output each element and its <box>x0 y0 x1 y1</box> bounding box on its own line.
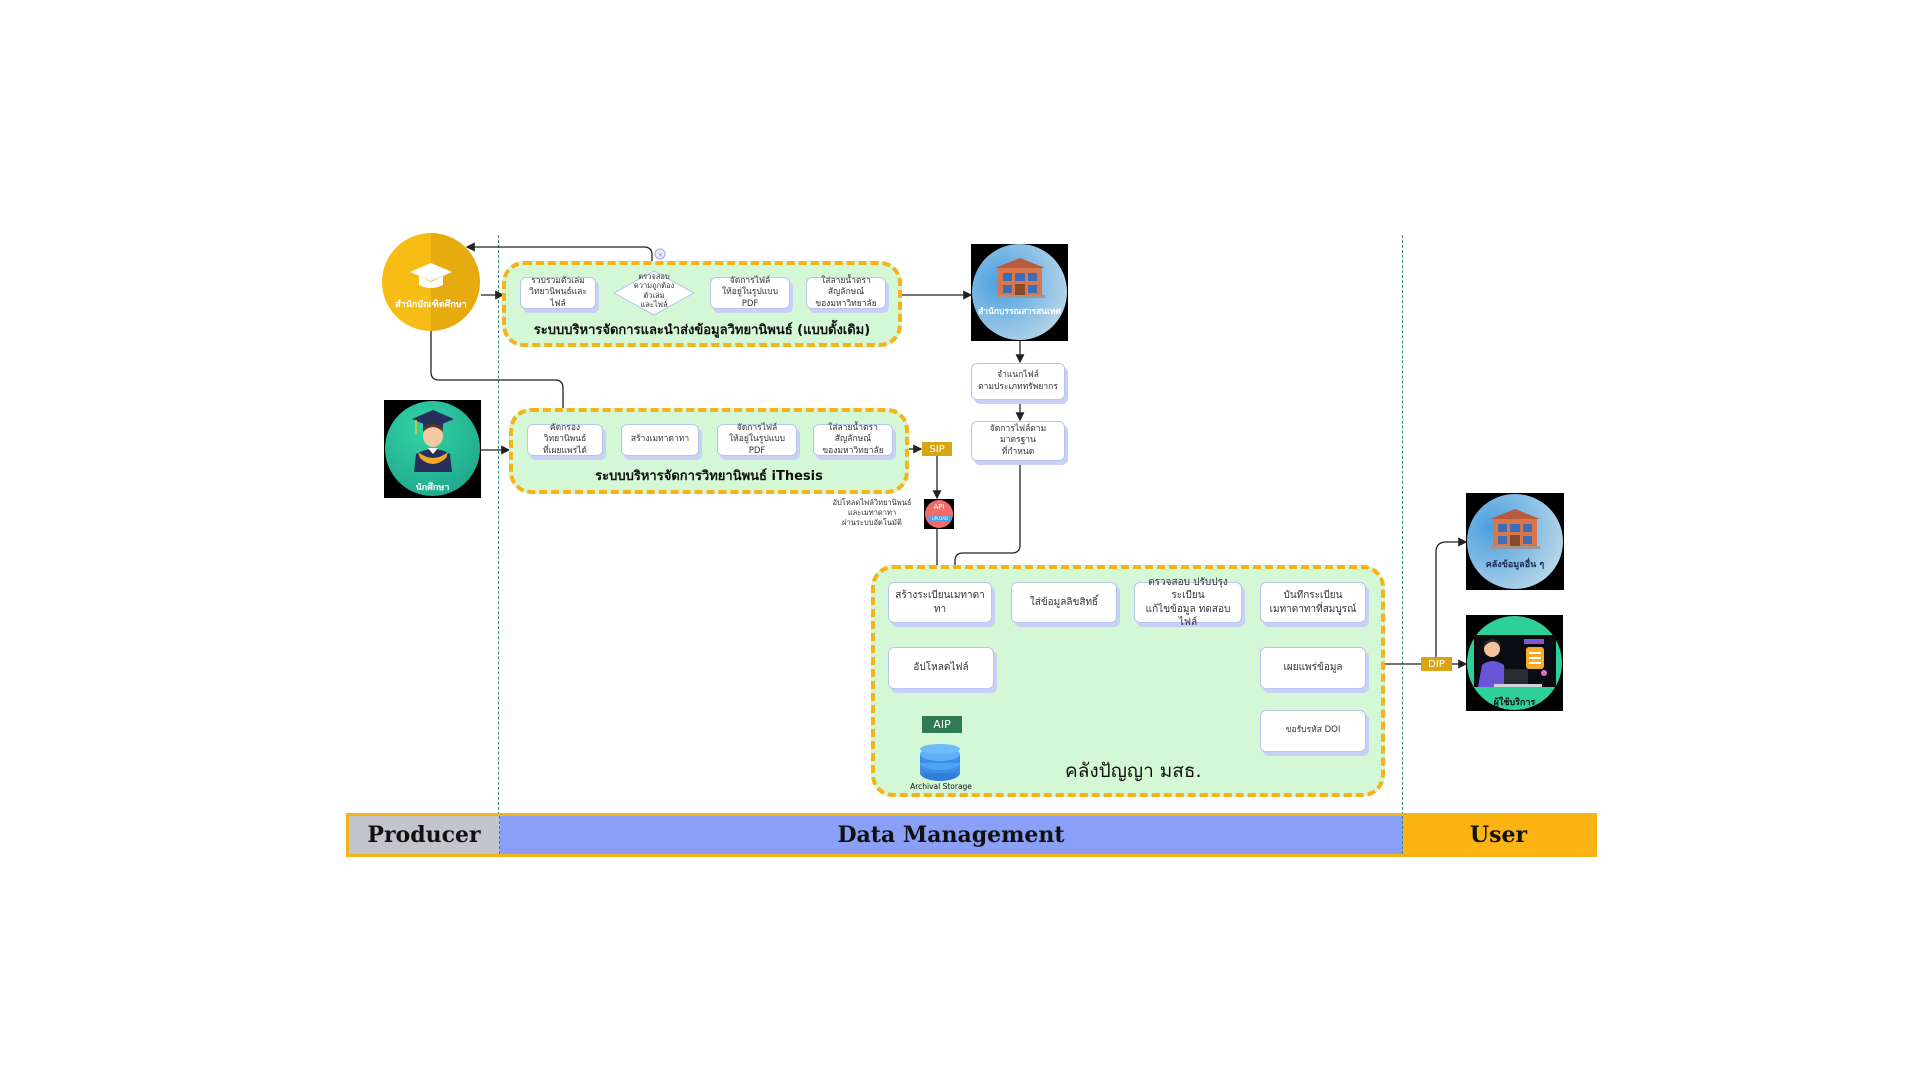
actor-label: สำนักบัณฑิตศึกษา <box>395 300 467 310</box>
step-screen-thesis: คัดกรองวิทยานิพนธ์ ที่เผยแพร่ได้ <box>527 423 603 456</box>
step-upload-file: อัปโหลดไฟล์ <box>888 647 994 689</box>
actor-label: สำนักบรรณสารสนเทศ <box>978 307 1061 317</box>
reject-icon <box>654 248 666 260</box>
step-save-record: บันทึกระเบียน เมทาดาทาที่สมบูรณ์ <box>1260 582 1366 623</box>
step-watermark: ใส่ลายน้ำตราสัญลักษณ์ ของมหาวิทยาลัย <box>806 276 886 309</box>
step-create-metadata-record: สร้างระเบียนเมทาดาทา <box>888 582 992 623</box>
student-avatar-icon <box>410 408 456 472</box>
group-title: ระบบบริหารจัดการวิทยานิพนธ์ iThesis <box>595 469 823 484</box>
step-publish: เผยแพร่ข้อมูล <box>1260 647 1366 689</box>
step-standardize-files: จัดการไฟล์ตามมาตรฐาน ที่กำหนด <box>971 421 1065 461</box>
step-convert-pdf: จัดการไฟล์ ให้อยู่ในรูปแบบ PDF <box>710 276 790 309</box>
lane-data-management: Data Management <box>500 816 1403 854</box>
group-ithesis-system: คัดกรองวิทยานิพนธ์ ที่เผยแพร่ได้ สร้างเม… <box>509 408 909 494</box>
sip-tag: SIP <box>922 442 952 456</box>
archival-storage-label: Archival Storage <box>910 782 972 791</box>
svg-text:×: × <box>658 251 664 259</box>
database-icon <box>919 744 961 782</box>
api-note: อัปโหลดไฟล์วิทยานิพนธ์ และเมทาดาทา ผ่านร… <box>832 498 912 527</box>
actor-other-repositories: คลังข้อมูลอื่น ๆ <box>1466 493 1564 590</box>
actor-label: คลังข้อมูลอื่น ๆ <box>1485 560 1545 570</box>
api-upload-icon: API UPLOAD <box>924 499 954 529</box>
lane-divider-producer <box>498 235 499 855</box>
building-icon <box>1490 509 1540 549</box>
decision-verify-thesis: ตรวจสอบ ความถูกต้อง ตัวเล่ม และไฟล์ <box>613 270 695 316</box>
step-convert-pdf: จัดการไฟล์ ให้อยู่ในรูปแบบ PDF <box>717 423 797 456</box>
actor-graduate-school: สำนักบัณฑิตศึกษา <box>382 233 480 331</box>
step-review-record: ตรวจสอบ ปรับปรุงระเบียน แก้ไขข้อมูล ทดสอ… <box>1134 577 1242 628</box>
aip-tag: AIP <box>922 716 962 733</box>
actor-library: สำนักบรรณสารสนเทศ <box>971 244 1068 341</box>
actor-label: นักศึกษา <box>415 483 450 493</box>
dip-tag: DIP <box>1421 657 1452 671</box>
graduation-cap-icon <box>410 263 452 289</box>
step-collect-thesis: รวบรวมตัวเล่ม วิทยานิพนธ์และไฟล์ <box>520 276 596 309</box>
user-at-laptop-icon <box>1474 635 1556 691</box>
lane-producer: Producer <box>349 816 500 854</box>
group-traditional-system: รวบรวมตัวเล่ม วิทยานิพนธ์และไฟล์ ตรวจสอบ… <box>502 261 902 347</box>
actor-student: นักศึกษา <box>384 400 481 498</box>
lane-user: User <box>1403 816 1594 854</box>
group-title: คลังปัญญา มสธ. <box>1065 760 1202 782</box>
step-rights-info: ใส่ข้อมูลลิขสิทธิ์ <box>1011 582 1117 623</box>
step-request-doi: ขอรับรหัส DOI <box>1260 710 1366 752</box>
actor-label: ผู้ใช้บริการ <box>1493 698 1536 708</box>
step-classify-files: จำแนกไฟล์ ตามประเภททรัพยากร <box>971 363 1065 400</box>
group-title: ระบบบริหารจัดการและนำส่งข้อมูลวิทยานิพนธ… <box>533 323 871 338</box>
building-icon <box>995 258 1045 298</box>
lane-divider-user <box>1402 235 1403 855</box>
actor-service-user: ผู้ใช้บริการ <box>1466 615 1563 711</box>
step-create-metadata: สร้างเมทาดาทา <box>621 424 699 456</box>
swimlane-bar: Producer Data Management User <box>346 813 1597 857</box>
group-repository: สร้างระเบียนเมทาดาทา ใส่ข้อมูลลิขสิทธิ์ … <box>871 565 1385 797</box>
step-watermark: ใส่ลายน้ำตราสัญลักษณ์ ของมหาวิทยาลัย <box>813 423 893 456</box>
